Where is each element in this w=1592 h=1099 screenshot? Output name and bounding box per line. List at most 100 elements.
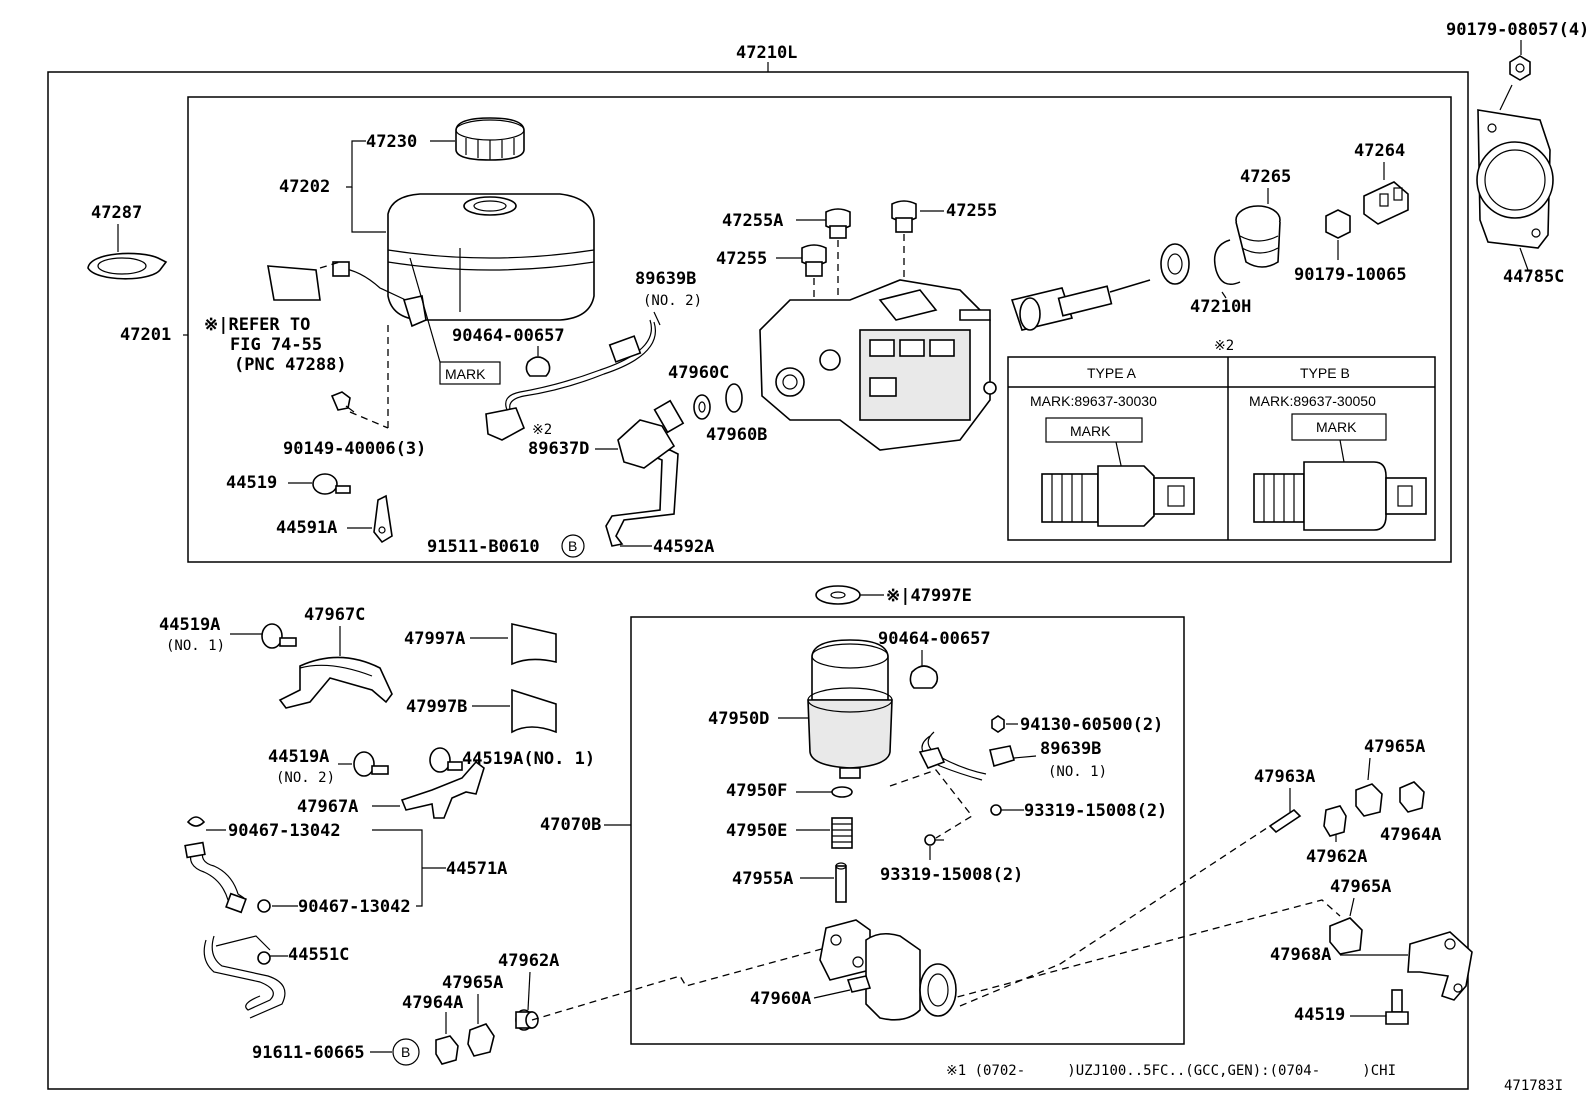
table-note2: ※2: [1214, 338, 1234, 354]
label-47960c: 47960C: [668, 363, 729, 383]
label-47201: 47201: [120, 325, 171, 345]
label-44519a-right: 44519A(NO. 1): [462, 749, 595, 769]
sensor-wire-89639b-icon: [485, 319, 656, 441]
grommet-47964a-left-icon: [435, 1035, 459, 1065]
sensor-wire-89639b-no1-icon: [918, 731, 1015, 781]
bracket-47967a-icon: [400, 760, 485, 819]
type-b-mark: MARK:89637-30050: [1249, 393, 1376, 409]
label-47264: 47264: [1354, 141, 1405, 161]
label-90464-top: 90464-00657: [452, 326, 565, 346]
plug-47255-left-icon: [801, 244, 827, 277]
refer-note-line1: ※|REFER TO: [204, 315, 310, 335]
nut-94130-icon: [991, 715, 1005, 733]
pin-47963a-icon: [1268, 808, 1302, 834]
grommet-47965a-r1-icon: [1355, 783, 1383, 817]
gasket-47287-icon: [87, 252, 168, 280]
clip-90467-a-icon: [186, 816, 206, 827]
label-47960a: 47960A: [750, 989, 811, 1009]
hose-44571a-icon: [184, 841, 247, 914]
label-90179-10065: 90179-10065: [1294, 265, 1407, 285]
assembly-part-label: 47210L: [736, 43, 797, 63]
label-93319-a: 93319-15008(2): [1024, 801, 1167, 821]
washer-47960c-icon: [693, 394, 711, 420]
brake-actuator-block-icon: [759, 279, 997, 451]
label-47964a-left: 47964A: [402, 993, 463, 1013]
label-47255-right: 47255: [946, 201, 997, 221]
pad-47997a-icon: [511, 622, 557, 666]
upper-subassembly-frame: [187, 96, 1452, 563]
label-47255-left: 47255: [716, 249, 767, 269]
label-47960b: 47960B: [706, 425, 767, 445]
label-89639b-mid-no: (NO. 1): [1048, 764, 1107, 780]
label-47964a-right: 47964A: [1380, 825, 1441, 845]
bushing-47962a-left-icon: [515, 1009, 539, 1031]
reservoir-sensor-wire-icon: [332, 261, 427, 328]
label-90464-mid: 90464-00657: [878, 629, 991, 649]
oring-47960b-icon: [725, 383, 743, 413]
plug-47255-right-icon: [891, 200, 917, 233]
label-89639b-mid: 89639B: [1040, 739, 1101, 759]
label-44571a: 44571A: [446, 859, 507, 879]
corner-part-label: 90179-08057(4): [1446, 20, 1589, 40]
type-b-header: TYPE B: [1300, 365, 1350, 381]
label-47950e: 47950E: [726, 821, 787, 841]
pump-assembly-47960a-icon: [819, 919, 957, 1021]
label-47997a: 47997A: [404, 629, 465, 649]
assembly-frame: [47, 71, 1469, 1090]
bolt-90149-icon: [330, 391, 355, 413]
bracket-44591a-icon: [373, 494, 393, 544]
washer-47997e-icon: [815, 585, 861, 605]
piston-rod-icon: [1010, 279, 1151, 331]
screw-93319-b-icon: [924, 834, 944, 846]
label-47967a: 47967A: [297, 797, 358, 817]
label-47997e: ※|47997E: [886, 586, 972, 606]
label-89639b-top-no: (NO. 2): [643, 293, 702, 309]
label-47955a: 47955A: [732, 869, 793, 889]
sensor-type-table: ※2 TYPE A TYPE B MARK:89637-30030 MARK:8…: [1007, 338, 1436, 541]
mark-box-label: MARK: [445, 366, 486, 382]
label-44592a: 44592A: [653, 537, 714, 557]
grommet-47965a-r2-icon: [1329, 917, 1363, 955]
type-b-sensor-icon: [1253, 461, 1427, 531]
label-89639b-top: 89639B: [635, 269, 696, 289]
bracket-47967c-icon: [278, 656, 393, 709]
label-94130: 94130-60500(2): [1020, 715, 1163, 735]
bushing-47962a-right-icon: [1323, 805, 1347, 837]
b-reference-letter-bottom: B: [401, 1044, 410, 1060]
label-44785c: 44785C: [1503, 267, 1564, 287]
label-47968a: 47968A: [1270, 945, 1331, 965]
note2-small: ※2: [532, 422, 552, 438]
label-47255a: 47255A: [722, 211, 783, 231]
bolt-44519a-right-icon: [429, 747, 463, 773]
label-47070b: 47070B: [540, 815, 601, 835]
boot-seal-icon: [1160, 243, 1190, 285]
label-44519a-no2: 44519A: [268, 747, 329, 767]
label-47962a-right: 47962A: [1306, 847, 1367, 867]
pad-47997b-icon: [511, 688, 557, 734]
pipe-44551c-icon: [203, 935, 286, 1019]
label-44519a-no1: 44519A: [159, 615, 220, 635]
label-44591a: 44591A: [276, 518, 337, 538]
footer-code: 471783I: [1504, 1078, 1563, 1094]
hose-clamp-mid-icon: [909, 665, 939, 689]
grommet-47964a-right-icon: [1399, 781, 1425, 813]
bellows-47265-icon: [1235, 205, 1281, 268]
clip-90467-b-icon: [257, 899, 271, 913]
label-44519a-no2-sub: (NO. 2): [276, 770, 335, 786]
type-a-header: TYPE A: [1087, 365, 1137, 381]
bolt-44519a-no1-icon: [261, 623, 297, 649]
pump-motor-47950d-icon: [807, 639, 893, 779]
clip-47264-icon: [1363, 181, 1409, 225]
label-47230: 47230: [366, 132, 417, 152]
label-91611: 91611-60665: [252, 1043, 365, 1063]
label-47950f: 47950F: [726, 781, 787, 801]
type-a-mark-label: MARK: [1070, 423, 1111, 439]
spring-47950e-icon: [831, 817, 853, 849]
label-89637d: 89637D: [528, 439, 589, 459]
shaft-47955a-icon: [835, 862, 847, 903]
reservoir-cap-icon: [455, 117, 525, 161]
label-47967c: 47967C: [304, 605, 365, 625]
b-reference-letter-top: B: [568, 538, 577, 554]
snap-ring-47210h-icon: [1213, 239, 1241, 285]
label-47950d: 47950D: [708, 709, 769, 729]
